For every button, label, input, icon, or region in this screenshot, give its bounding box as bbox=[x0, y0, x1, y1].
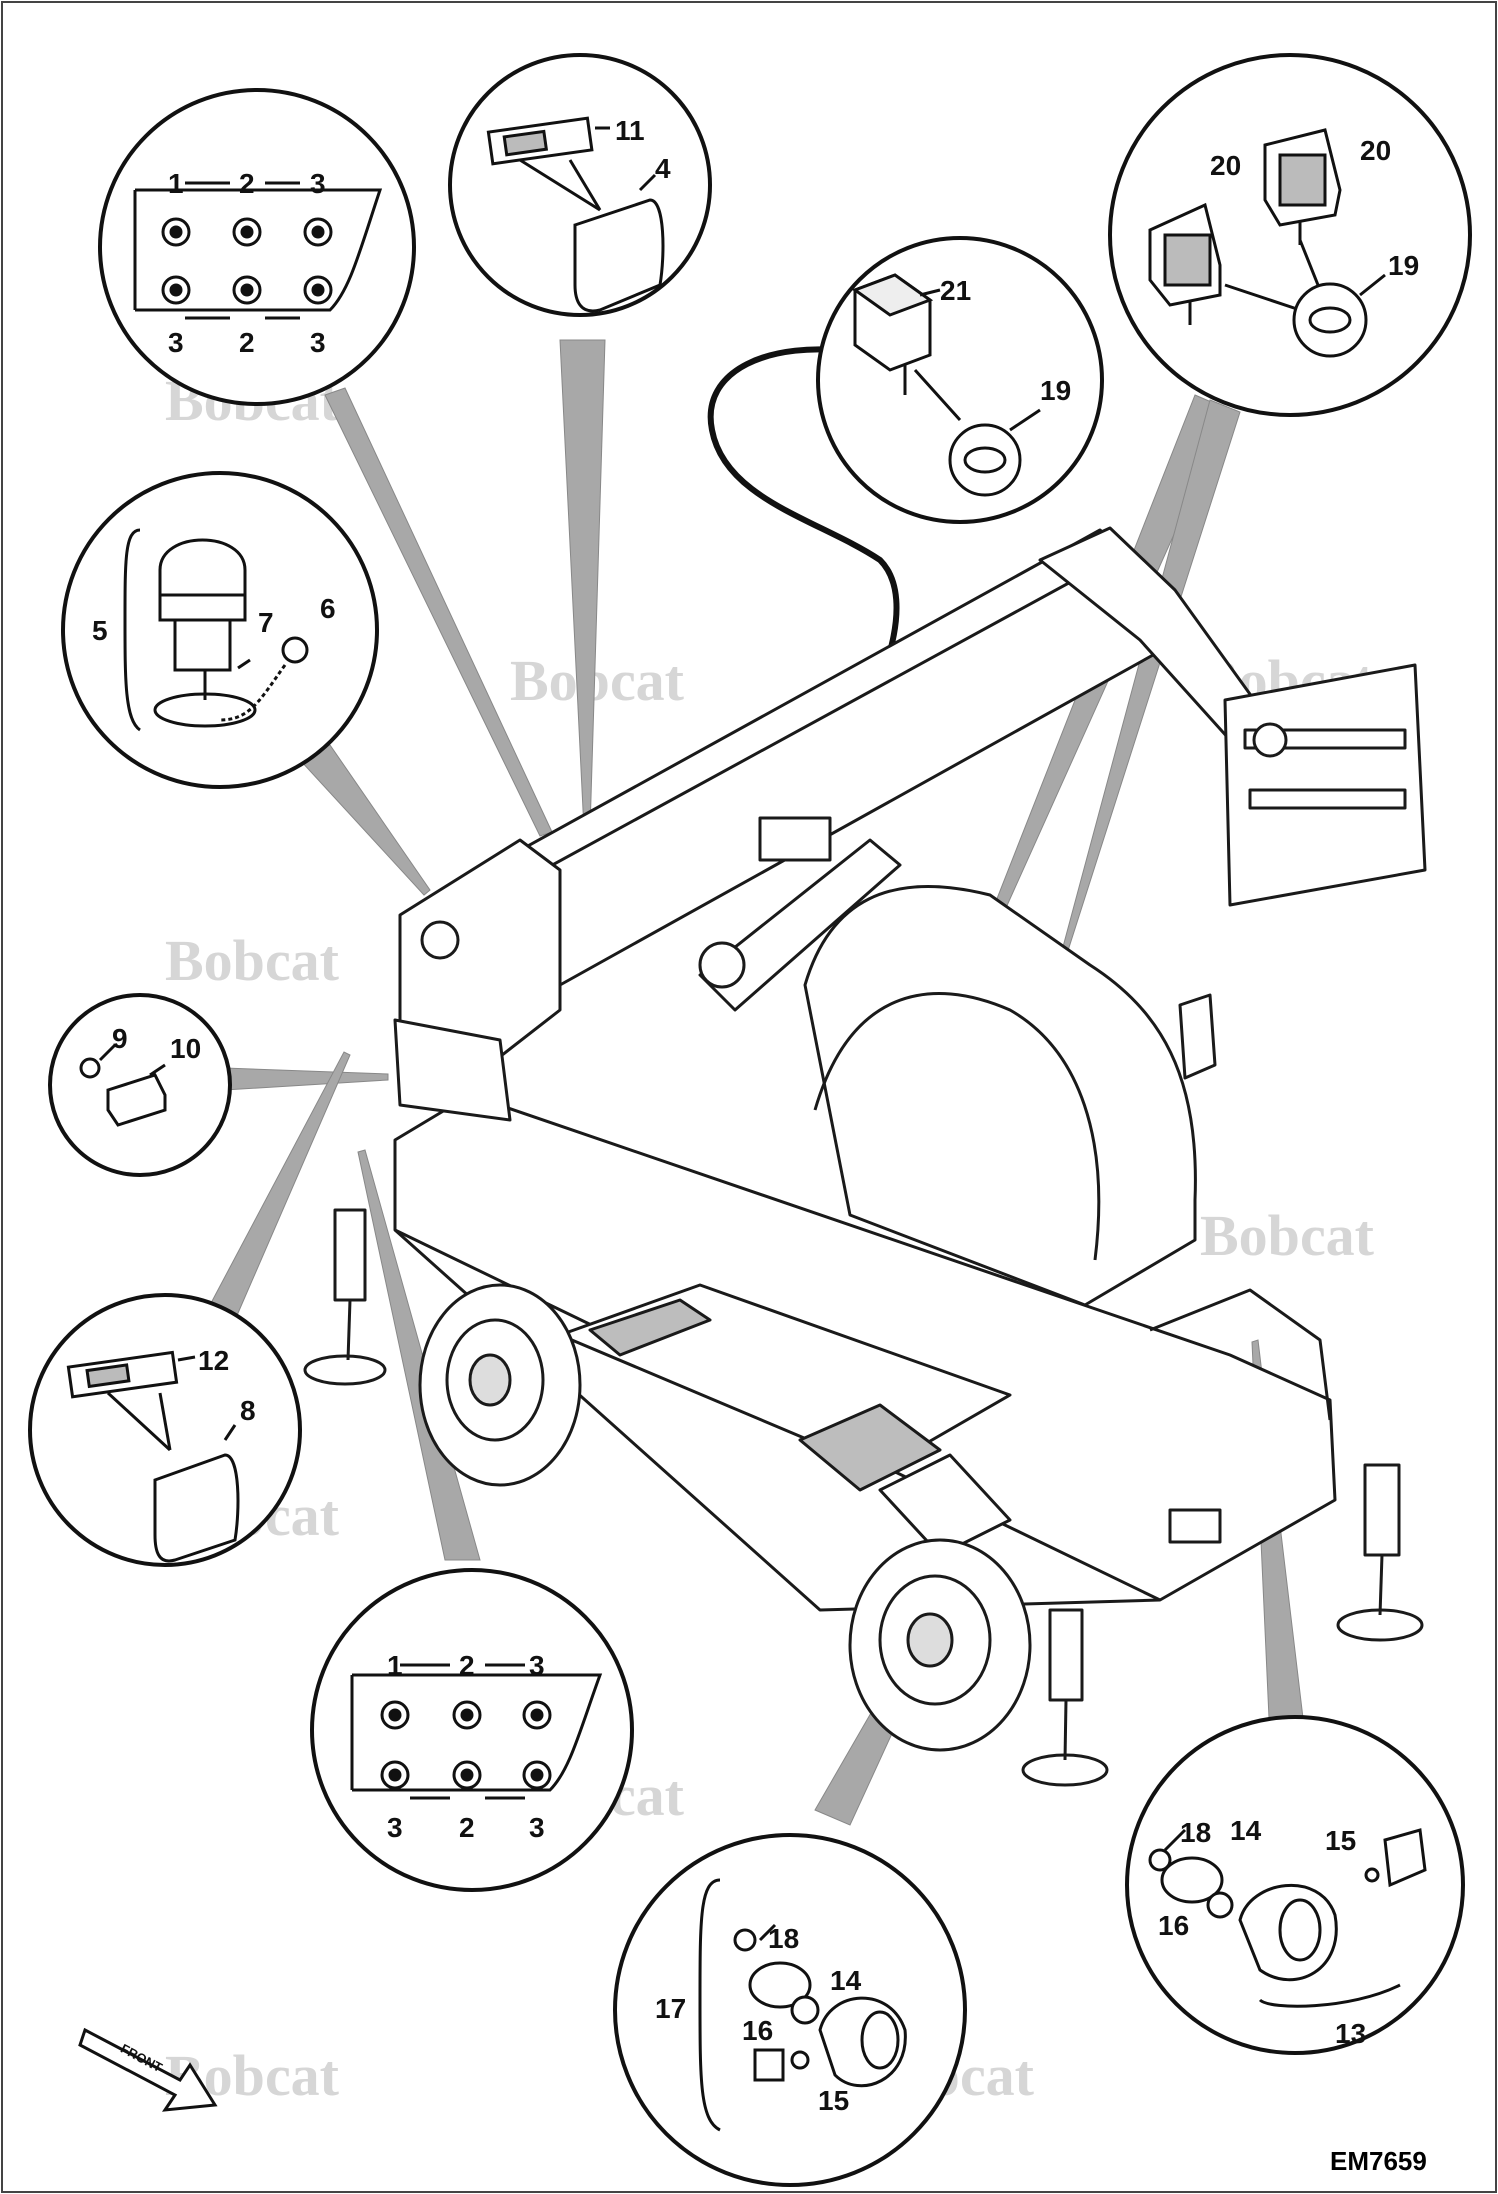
callout-c9 bbox=[698, 1878, 907, 2132]
callout-c1-bottom-1: 3 bbox=[168, 327, 184, 358]
callout-c1-bottom-2: 2 bbox=[239, 327, 255, 358]
callout-c8 bbox=[350, 1663, 603, 1800]
leader-c2 bbox=[559, 339, 606, 831]
callout-c8-top-3: 3 bbox=[529, 1650, 545, 1681]
terminal bbox=[303, 275, 333, 305]
callout-c5-label-b: 7 bbox=[258, 607, 274, 638]
connector bbox=[281, 636, 309, 664]
front-arrow: FRONT bbox=[78, 2027, 218, 2112]
watermark: Bobcat bbox=[1200, 1203, 1375, 1268]
callout-c8-top-2: 2 bbox=[459, 1650, 475, 1681]
callout-c8-bottom-1: 3 bbox=[387, 1812, 403, 1843]
terminal bbox=[161, 275, 191, 305]
callout-c9-label-d: 16 bbox=[742, 2015, 773, 2046]
callout-c6-label-b: 10 bbox=[170, 1033, 201, 1064]
callout-c8-top-1: 1 bbox=[387, 1650, 403, 1681]
callout-c7-label-a: 12 bbox=[198, 1345, 229, 1376]
callout-circle-c1 bbox=[98, 88, 416, 406]
callout-c1-top-2: 2 bbox=[239, 168, 255, 199]
callout-c7 bbox=[66, 1350, 240, 1563]
callout-c10-label-a: 18 bbox=[1180, 1817, 1211, 1848]
callout-c8-bottom-3: 3 bbox=[529, 1812, 545, 1843]
callout-c9-label-b: 14 bbox=[830, 1965, 862, 1996]
callout-c4-label-c: 19 bbox=[1388, 250, 1419, 281]
svg-text:Bobcat: Bobcat bbox=[165, 928, 340, 993]
stabilizer-rear-left bbox=[1021, 1608, 1109, 1787]
callout-c9-label-a: 18 bbox=[768, 1923, 799, 1954]
callout-c3-label-a: 21 bbox=[940, 275, 971, 306]
terminal bbox=[232, 275, 262, 305]
callout-c10-label-d: 16 bbox=[1158, 1910, 1189, 1941]
callout-c5 bbox=[123, 528, 309, 732]
leader-c6 bbox=[224, 1067, 389, 1091]
terminal bbox=[380, 1760, 410, 1790]
callout-c10-label-c: 15 bbox=[1325, 1825, 1356, 1856]
terminal bbox=[522, 1700, 552, 1730]
callout-c10 bbox=[1148, 1828, 1427, 2008]
terminal bbox=[452, 1760, 482, 1790]
svg-text:Bobcat: Bobcat bbox=[1200, 1203, 1375, 1268]
bracket bbox=[1383, 1828, 1427, 1888]
callout-c2 bbox=[486, 116, 665, 313]
callout-c5-label-a: 5 bbox=[92, 615, 108, 646]
lens-cover bbox=[573, 198, 665, 313]
callout-c2-label-a: 11 bbox=[615, 115, 645, 146]
callout-circle-c8 bbox=[310, 1568, 634, 1892]
bracket bbox=[753, 2048, 785, 2082]
callout-c10-label-e: 13 bbox=[1335, 2018, 1366, 2049]
lens-cover bbox=[153, 1453, 240, 1563]
front-wheel bbox=[418, 1283, 582, 1487]
gasket bbox=[748, 1961, 812, 2009]
callout-c4-label-a: 20 bbox=[1210, 150, 1241, 181]
grille-left bbox=[588, 1298, 712, 1357]
callout-c3-label-b: 19 bbox=[1040, 375, 1071, 406]
terminal bbox=[303, 217, 333, 247]
leader-c5 bbox=[299, 744, 431, 896]
callout-circle-c4 bbox=[1108, 53, 1472, 417]
callout-c1-top-1: 1 bbox=[168, 168, 184, 199]
callout-c5-label-c: 6 bbox=[320, 593, 336, 624]
callout-c9-label-c: 17 bbox=[655, 1993, 686, 2024]
work-lamp-right bbox=[1263, 128, 1342, 245]
callout-c4 bbox=[1148, 128, 1386, 358]
callout-c4-label-b: 20 bbox=[1360, 135, 1391, 166]
counterweight bbox=[393, 1018, 512, 1122]
stabilizer-front-left bbox=[303, 1208, 387, 1386]
terminal bbox=[452, 1700, 482, 1730]
callout-circles bbox=[28, 53, 1472, 2187]
fork-carriage bbox=[1223, 663, 1427, 907]
drawing-code: EM7659 bbox=[1330, 2146, 1427, 2176]
callout-c8-bottom-2: 2 bbox=[459, 1812, 475, 1843]
marker-lamp bbox=[106, 1073, 167, 1127]
callout-c3 bbox=[851, 273, 1041, 497]
watermark: Bobcat bbox=[510, 648, 685, 713]
rear-step bbox=[878, 1453, 1012, 1557]
terminal bbox=[232, 217, 262, 247]
callout-c2-label-b: 4 bbox=[655, 153, 671, 184]
gasket bbox=[1160, 1856, 1224, 1904]
callout-c10-label-b: 14 bbox=[1230, 1815, 1262, 1846]
telehandler bbox=[303, 526, 1427, 1787]
terminal bbox=[161, 217, 191, 247]
terminal bbox=[522, 1760, 552, 1790]
stabilizer-rear-right bbox=[1336, 1463, 1424, 1642]
rear-rail bbox=[1149, 1288, 1332, 1421]
beacon-dome bbox=[158, 538, 247, 602]
watermark: Bobcat bbox=[165, 928, 340, 993]
callout-c1-bottom-3: 3 bbox=[310, 327, 326, 358]
callout-c6 bbox=[79, 1043, 167, 1127]
callout-c1-top-3: 3 bbox=[310, 168, 326, 199]
callout-c6-label-a: 9 bbox=[112, 1023, 128, 1054]
grille-right bbox=[798, 1403, 942, 1492]
callout-c7-label-b: 8 bbox=[240, 1395, 256, 1426]
work-lamp-left bbox=[1148, 202, 1222, 325]
svg-text:Bobcat: Bobcat bbox=[510, 648, 685, 713]
terminal bbox=[380, 1700, 410, 1730]
callout-c1 bbox=[133, 181, 383, 320]
rear-wheel bbox=[848, 1538, 1032, 1752]
callout-c9-label-e: 15 bbox=[818, 2085, 849, 2116]
lift-cylinder bbox=[698, 838, 902, 1012]
